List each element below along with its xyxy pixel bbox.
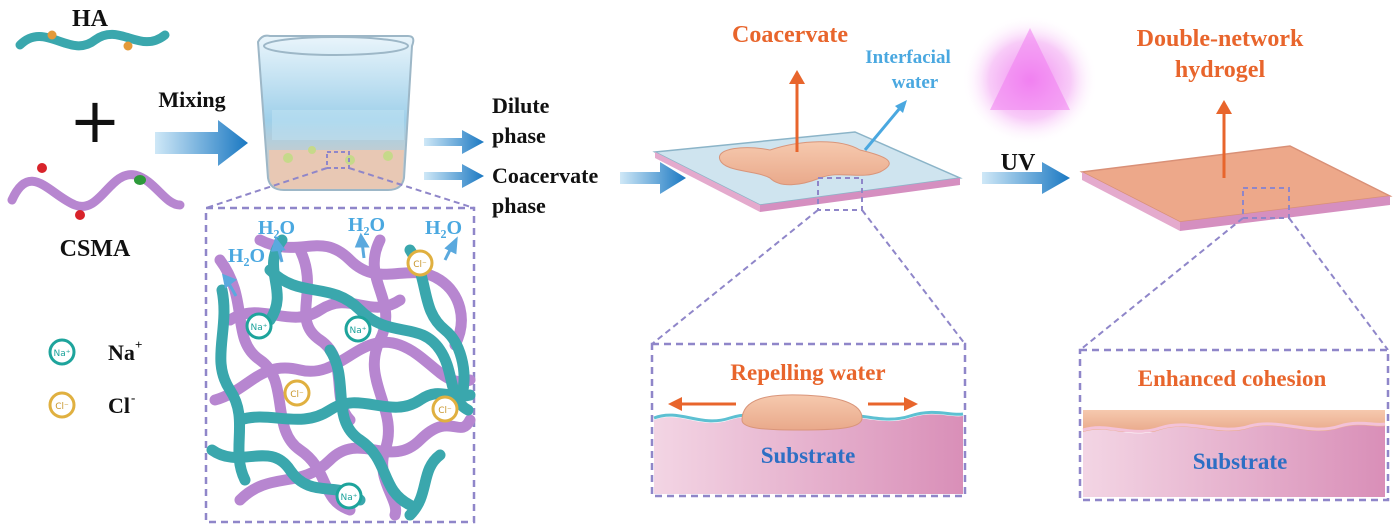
repelling-water-caption: Repelling water xyxy=(730,360,885,385)
hydrogel-title-2: hydrogel xyxy=(1175,57,1266,83)
plus-sign: + xyxy=(69,84,121,157)
dilute-label-1: Dilute xyxy=(492,93,550,118)
zoom-line-left xyxy=(205,167,328,209)
na-ion: Na⁺ xyxy=(245,312,273,340)
apply-arrow xyxy=(620,162,686,194)
coacervate-up-arrow xyxy=(789,70,805,152)
zoom-line-right xyxy=(861,209,966,345)
cl-ion-text: Cl⁻ xyxy=(413,260,427,270)
hydrogel-layer xyxy=(1083,410,1385,432)
enhanced-cohesion-caption: Enhanced cohesion xyxy=(1138,366,1327,391)
interfacial-label-1: Interfacial xyxy=(865,47,950,68)
substrate-block xyxy=(1082,421,1386,497)
na-ion-text: Na⁺ xyxy=(350,326,367,336)
coacervate-title: Coacervate xyxy=(732,22,848,48)
cl-icon-text: Cl⁻ xyxy=(55,402,69,412)
dilute-label-2: phase xyxy=(492,123,546,148)
ha-polymer xyxy=(15,30,170,51)
zoom-line-left xyxy=(651,209,819,345)
legend-na-label: Na xyxy=(108,340,135,365)
zoom-line-left xyxy=(1079,217,1244,351)
cl-ion-text: Cl⁻ xyxy=(438,406,452,416)
mixing-label: Mixing xyxy=(158,87,225,112)
na-ion: Na⁺ xyxy=(344,315,372,343)
na-ion-text: Na⁺ xyxy=(251,323,268,333)
legend-cl-sup: - xyxy=(131,390,135,405)
legend-cl: Cl⁻ Cl - xyxy=(48,390,135,419)
water-label: H₂O xyxy=(348,214,385,236)
interfacial-label-2: water xyxy=(892,72,939,93)
substrate-label: Substrate xyxy=(761,443,856,468)
zoom-line-right xyxy=(1288,217,1389,351)
uv-arrow xyxy=(982,162,1070,194)
cl-ion: Cl⁻ xyxy=(431,395,459,423)
repel-arrow-left xyxy=(668,397,736,411)
na-icon-text: Na⁺ xyxy=(54,349,71,359)
hydrogel-title-1: Double-network xyxy=(1137,26,1304,52)
cl-ion: Cl⁻ xyxy=(283,379,311,407)
uv-glow xyxy=(962,15,1098,145)
cl-ion-text: Cl⁻ xyxy=(290,390,304,400)
ha-label: HA xyxy=(72,6,109,32)
legend-na-sup: + xyxy=(135,337,142,352)
legend-cl-label: Cl xyxy=(108,393,130,418)
cl-ion: Cl⁻ xyxy=(406,249,434,277)
interfacial-arrow xyxy=(863,100,907,151)
na-ion-text: Na⁺ xyxy=(341,493,358,503)
coacervate-phase-label-2: phase xyxy=(492,193,546,218)
water-label: H₂O xyxy=(228,245,265,267)
water-label: H₂O xyxy=(425,217,462,239)
csma-polymer xyxy=(7,163,185,220)
uv-label: UV xyxy=(1001,150,1036,176)
dilute-arrow xyxy=(424,130,484,154)
zoom-line-right xyxy=(348,167,475,209)
hydrogel-up-arrow xyxy=(1216,100,1232,178)
csma-label: CSMA xyxy=(60,236,131,262)
coacervate-phase-label-1: Coacervate xyxy=(492,163,599,188)
beaker xyxy=(256,34,415,191)
repel-arrow-right xyxy=(868,397,918,411)
coacervate-plate xyxy=(652,131,963,212)
mixing-arrow xyxy=(155,120,248,166)
substrate-label: Substrate xyxy=(1193,449,1288,474)
water-release-arrows xyxy=(221,232,458,297)
legend-na: Na⁺ Na + xyxy=(48,337,142,366)
water-label: H₂O xyxy=(258,217,295,239)
coacervate-phase-arrow xyxy=(424,164,484,188)
hydrogel-plate xyxy=(1079,145,1393,231)
na-ion: Na⁺ xyxy=(335,482,363,510)
coacervate-droplet xyxy=(741,394,863,431)
